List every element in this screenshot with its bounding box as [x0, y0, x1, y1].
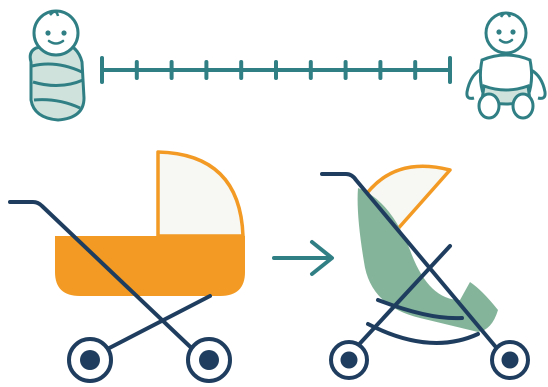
bassinet-pram-icon — [10, 152, 245, 381]
growth-timeline — [102, 58, 450, 82]
sitting-baby-in-diaper-icon — [467, 13, 545, 118]
right-arrow-icon — [274, 242, 332, 274]
swaddled-newborn-icon — [30, 11, 84, 120]
pram-canopy — [158, 152, 243, 236]
stroller-rear-wheel — [331, 342, 367, 378]
stroller-front-wheel — [492, 342, 528, 378]
pram-rear-wheel — [69, 339, 111, 381]
pram-front-wheel — [188, 339, 230, 381]
reclining-stroller-icon — [322, 166, 528, 378]
